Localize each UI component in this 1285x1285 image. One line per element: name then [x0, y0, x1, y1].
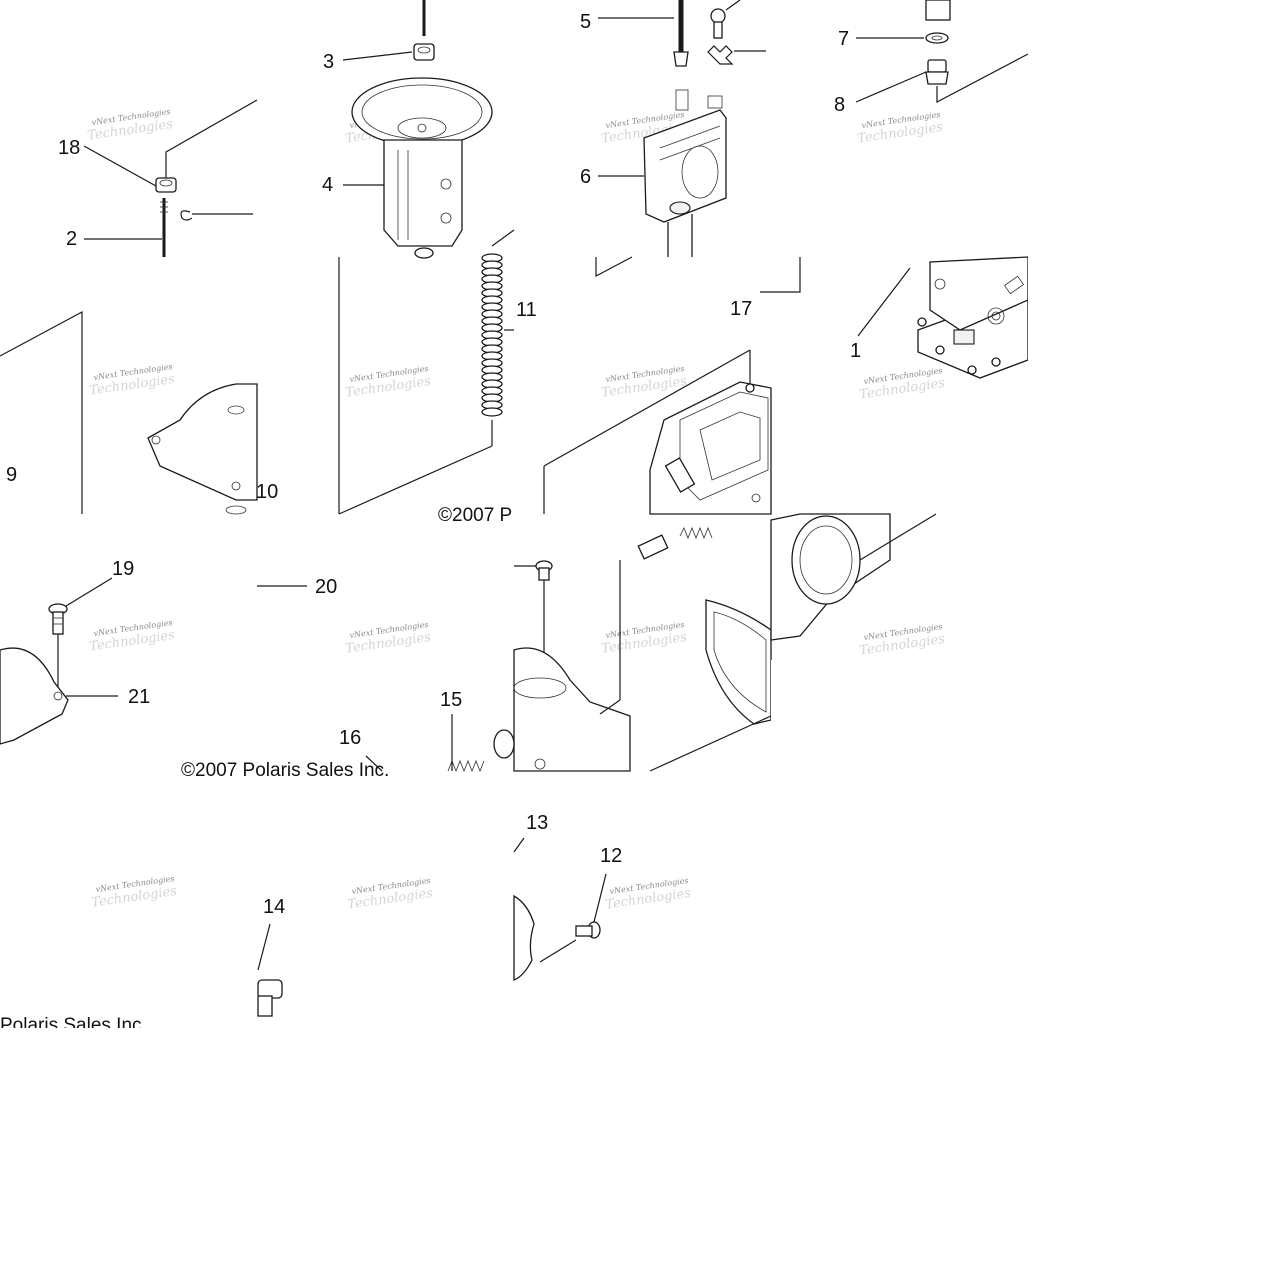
callout-9: 9 — [6, 464, 17, 486]
callout-4: 4 — [322, 174, 333, 196]
part-3-spring-seat — [413, 0, 435, 61]
part-7-washer — [925, 0, 951, 44]
bracket-11-bottom — [338, 445, 493, 515]
leader-8 — [855, 71, 927, 103]
part-4-vacuum-slide — [351, 77, 493, 259]
callout-21: 21 — [128, 686, 150, 708]
part-2-jet-needle — [160, 198, 253, 257]
callout-13: 13 — [526, 812, 548, 834]
blank-tile-lower — [771, 660, 1028, 771]
part-10-top-cover — [147, 383, 258, 515]
blank-area-bottom — [0, 1028, 1285, 1285]
blank-tile — [771, 771, 1028, 1028]
part-11-spring — [481, 253, 503, 417]
callout-11: 11 — [516, 299, 537, 321]
bracket-17 — [760, 257, 801, 293]
leader-1 — [857, 267, 911, 337]
callout-labels: 1 2 3 4 5 6 7 8 9 10 11 12 13 14 15 16 1… — [6, 11, 861, 918]
callout-19: 19 — [112, 558, 134, 580]
copyright-fragment-upper: ©2007 P — [438, 505, 512, 526]
part-6-float-valve-body — [643, 89, 727, 257]
callout-10: 10 — [256, 481, 278, 503]
leader-13 — [513, 837, 525, 853]
carburetor-body-lower — [493, 647, 631, 772]
callout-2: 2 — [66, 228, 77, 250]
leader-3 — [342, 51, 413, 61]
carburetor-body-upper — [649, 381, 772, 515]
part-5-pilot-screw-rod — [673, 0, 766, 67]
leader-16 — [365, 755, 383, 772]
callout-18: 18 — [58, 137, 80, 159]
part-14-fitting — [257, 923, 283, 1017]
callout-15: 15 — [440, 689, 462, 711]
callout-6: 6 — [580, 166, 591, 188]
bracket-8 — [936, 53, 1029, 103]
callout-12: 12 — [600, 845, 622, 867]
part-throttle-cover — [770, 513, 937, 641]
callout-8: 8 — [834, 94, 845, 116]
leader-19 — [65, 577, 113, 607]
part-21-float-bowl — [0, 647, 69, 745]
part-19-screw — [48, 603, 68, 635]
callout-3: 3 — [323, 51, 334, 73]
part-8-main-jet — [925, 59, 949, 85]
callout-1: 1 — [850, 340, 861, 362]
callout-5: 5 — [580, 11, 591, 33]
part-pilot-jet — [599, 526, 713, 715]
callout-14: 14 — [263, 896, 285, 918]
bracket-9 — [0, 310, 83, 514]
part-12-screw — [539, 873, 607, 963]
spring-11-top — [491, 229, 515, 247]
callout-16: 16 — [339, 727, 361, 749]
callout-20: 20 — [315, 576, 337, 598]
blank-area-right — [1028, 0, 1285, 1028]
part-15-spring-small — [447, 759, 485, 773]
spring-coil — [481, 407, 503, 417]
part-13-body-side — [513, 894, 535, 981]
bracket-body-top — [543, 349, 751, 467]
part-1-carburetor-assembly — [917, 256, 1029, 379]
callout-17: 17 — [730, 298, 752, 320]
callout-7: 7 — [838, 28, 849, 50]
leader-18 — [83, 145, 157, 187]
bracket-6 — [595, 256, 633, 277]
part-18-nut — [155, 99, 258, 193]
copyright-fragment-middle: ©2007 Polaris Sales Inc. — [181, 760, 389, 781]
bracket-body-lower — [649, 715, 772, 772]
